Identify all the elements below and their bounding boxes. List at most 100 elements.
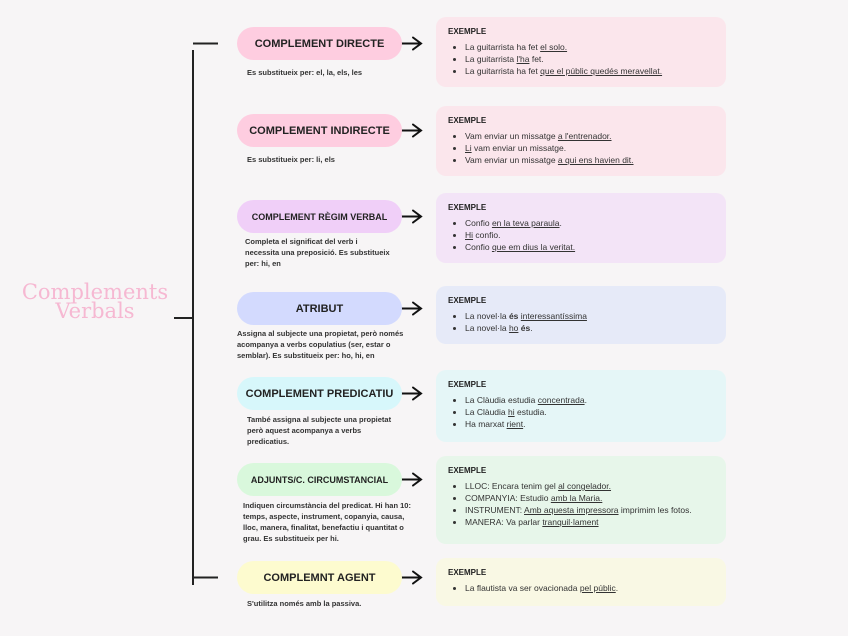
example-item: La guitarrista l'ha fet. xyxy=(465,53,714,65)
example-item: La novel·la és interessantíssima xyxy=(465,310,714,322)
example-text: és xyxy=(520,323,531,333)
example-text: . xyxy=(615,583,619,593)
highlighted-complement: que el públic quedés meravellat. xyxy=(540,66,663,76)
description-line: També assigna al subjecte una propietat xyxy=(247,415,392,424)
description-line: per: hi, en xyxy=(245,259,281,268)
highlighted-complement: el solo. xyxy=(540,42,568,52)
description-line: semblar). Es substitueix per: ho, hi, en xyxy=(237,351,375,360)
highlighted-complement: al congelador. xyxy=(558,481,612,491)
example-list: LLOC: Encara tenim gel al congelador.COM… xyxy=(448,480,714,528)
description-line: Assigna al subjecte una propietat, però … xyxy=(237,329,404,338)
example-heading: EXEMPLE xyxy=(448,466,487,475)
description-line: però aquest acompanya a verbs xyxy=(247,426,362,435)
example-box: EXEMPLE LLOC: Encara tenim gel al congela… xyxy=(436,456,726,544)
example-heading: EXEMPLE xyxy=(448,203,487,212)
description-line: Indiquen circumstància del predicat. Hi … xyxy=(243,501,411,510)
example-item: La Clàudia hi estudia. xyxy=(465,406,714,418)
example-item: La novel·la ho és. xyxy=(465,322,714,334)
example-text: imprimim les fotos. xyxy=(618,505,692,515)
topic-description: S'utilitza només amb la passiva. xyxy=(247,598,361,609)
topic-label: ATRIBUT xyxy=(295,302,344,315)
example-item: Vam enviar un missatge a l'entrenador. xyxy=(465,130,714,142)
example-text: La novel·la xyxy=(465,323,509,333)
example-text: . xyxy=(530,323,533,333)
highlighted-complement: l'ha xyxy=(516,54,530,64)
topic-description: Es substitueix per: el, la, els, les xyxy=(247,67,362,78)
title-line-1: Complements xyxy=(21,280,169,304)
example-list: La guitarrista ha fet el solo.La guitarr… xyxy=(448,41,714,77)
highlighted-complement: concentrada xyxy=(537,395,585,405)
example-item: La guitarrista ha fet el solo. xyxy=(465,41,714,53)
example-item: LLOC: Encara tenim gel al congelador. xyxy=(465,480,714,492)
description-line: temps, aspecte, instrument, copanyia, ca… xyxy=(243,512,405,521)
example-list: La flautista va ser ovacionada pel públi… xyxy=(448,582,714,594)
topic-description: Indiquen circumstància del predicat. Hi … xyxy=(243,500,411,544)
example-text: La guitarrista xyxy=(465,54,517,64)
description-line: grau. Es substitueix per hi. xyxy=(243,534,339,543)
example-box: EXEMPLELa novel·la és interessantíssimaL… xyxy=(436,286,726,344)
highlighted-complement: interessantíssima xyxy=(520,311,587,321)
highlighted-complement: Li xyxy=(465,143,472,153)
highlighted-complement: a l'entrenador. xyxy=(557,131,612,141)
example-text: La guitarrista ha fet xyxy=(465,42,541,52)
example-item: La flautista va ser ovacionada pel públi… xyxy=(465,582,714,594)
example-text: La Clàudia estudia xyxy=(465,395,538,405)
topic-node[interactable]: COMPLEMENT RÈGIM VERBAL xyxy=(237,200,402,233)
example-text: . xyxy=(559,218,562,228)
topic-node[interactable]: COMPLEMNT AGENT xyxy=(237,561,402,594)
example-text: MANERA: Va parlar xyxy=(465,517,543,527)
example-text: La Clàudia xyxy=(465,407,509,417)
example-item: La guitarrista ha fet que el públic qued… xyxy=(465,65,714,77)
example-text: fet. xyxy=(529,54,544,64)
topic-label: COMPLEMENT DIRECTE xyxy=(254,37,385,50)
example-item: Ha marxat rient. xyxy=(465,418,714,430)
example-text: COMPANYIA: Estudio xyxy=(465,493,551,503)
example-item: Confio en la teva paraula. xyxy=(465,217,714,229)
topic-node[interactable]: ATRIBUT xyxy=(237,292,402,325)
example-box: EXEMPLEVam enviar un missatge a l'entren… xyxy=(436,106,726,176)
example-text: . xyxy=(523,419,526,429)
example-item: INSTRUMENT: Amb aquesta impressora impri… xyxy=(465,504,714,516)
example-text: Confio xyxy=(465,242,492,252)
topic-description: Es substitueix per: li, els xyxy=(247,154,335,165)
example-item: Li vam enviar un missatge. xyxy=(465,142,714,154)
example-heading: EXEMPLE xyxy=(448,27,487,36)
topic-node[interactable]: COMPLEMENT INDIRECTE xyxy=(237,114,402,147)
example-item: Confio que em dius la veritat. xyxy=(465,241,714,253)
highlighted-complement: amb la Maria. xyxy=(550,493,603,503)
example-text: Ha marxat xyxy=(465,419,507,429)
description-line: lloc, manera, finalitat, benefactiu i qu… xyxy=(243,523,404,532)
highlighted-complement: tranquil·lament xyxy=(542,517,599,527)
topic-label: ADJUNTS/C. CIRCUMSTANCIAL xyxy=(250,474,389,485)
topic-label: COMPLEMNT AGENT xyxy=(263,571,376,584)
example-text: estudia. xyxy=(514,407,547,417)
topic-node[interactable]: COMPLEMENT PREDICATIU xyxy=(237,377,402,410)
description-line: necessita una preposició. Es substitueix xyxy=(245,248,390,257)
example-text: Vam enviar un missatge xyxy=(465,131,558,141)
highlighted-complement: a qui ens havien dit. xyxy=(557,155,634,165)
example-box: EXEMPLELa flautista va ser ovacionada pe… xyxy=(436,558,726,606)
topic-label: COMPLEMENT RÈGIM VERBAL xyxy=(251,211,388,222)
topic-description: També assigna al subjecte una propietat p… xyxy=(247,414,391,447)
example-list: La novel·la és interessantíssimaLa novel… xyxy=(448,310,714,334)
example-list: La Clàudia estudia concentrada.La Clàudi… xyxy=(448,394,714,430)
example-list: Vam enviar un missatge a l'entrenador.Li… xyxy=(448,130,714,166)
example-item: COMPANYIA: Estudio amb la Maria. xyxy=(465,492,714,504)
example-text: La novel·la xyxy=(465,311,509,321)
highlighted-complement: ho xyxy=(508,323,519,333)
highlighted-complement: hi xyxy=(508,407,515,417)
example-item: MANERA: Va parlar tranquil·lament xyxy=(465,516,714,528)
example-text: LLOC: Encara tenim gel xyxy=(465,481,559,491)
example-text: La flautista va ser ovacionada xyxy=(465,583,580,593)
topic-label: COMPLEMENT PREDICATIU xyxy=(245,387,394,400)
description-line: Completa el significat del verb i xyxy=(245,237,358,246)
example-box: EXEMPLELa Clàudia estudia concentrada.La… xyxy=(436,370,726,442)
topic-node[interactable]: ADJUNTS/C. CIRCUMSTANCIAL xyxy=(237,463,402,496)
example-text: . xyxy=(584,395,587,405)
example-box: EXEMPLELa guitarrista ha fet el solo.La … xyxy=(436,17,726,87)
description-line: acompanya a verbs copulatius (ser, estar… xyxy=(237,340,391,349)
description-line: predicatius. xyxy=(247,437,290,446)
example-text: vam enviar un missatge. xyxy=(471,143,567,153)
example-text: INSTRUMENT: xyxy=(465,505,525,515)
topic-node[interactable]: COMPLEMENT DIRECTE xyxy=(237,27,402,60)
